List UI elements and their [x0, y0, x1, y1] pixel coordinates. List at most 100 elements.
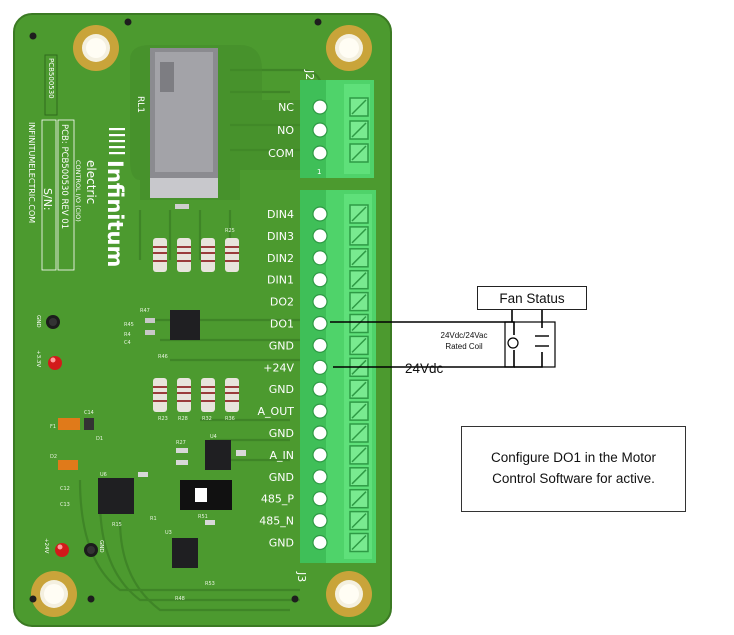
j3-pin-hole — [312, 228, 328, 244]
j3-pin-hole — [312, 359, 328, 375]
configuration-note-text: Configure DO1 in the Motor Control Softw… — [490, 450, 657, 486]
led-label-gnd-bottom: GND — [98, 540, 104, 553]
svg-text:R1: R1 — [150, 516, 157, 522]
svg-text:R47: R47 — [140, 308, 150, 314]
j3-label-485-n: 485_N — [259, 515, 294, 528]
svg-text:U3: U3 — [165, 530, 172, 536]
svg-text:U4: U4 — [210, 434, 217, 440]
j3-screw-slot — [351, 513, 367, 529]
j3-pin-hole — [312, 512, 328, 529]
coil-rating-line1: 24Vdc/24Vac — [440, 331, 488, 340]
j2-ref-label: J2 — [303, 69, 316, 80]
led-label-24v: +24V — [43, 538, 49, 554]
component-refs: R47 R45 R4 C4 R46 R23 R27 R28 R32 R36 R2… — [50, 228, 235, 602]
j3-label-gnd: GND — [269, 471, 294, 484]
j3-screw-slot — [351, 447, 367, 463]
svg-text:R53: R53 — [205, 581, 215, 587]
svg-text:D1: D1 — [96, 436, 103, 442]
svg-text:R46: R46 — [158, 354, 168, 360]
j3-pin-hole — [312, 272, 328, 288]
pcb-text: PCB: PCB500530 REV 01 — [59, 124, 69, 229]
j3-screw-slot — [351, 206, 367, 222]
j3-label-gnd: GND — [269, 383, 294, 396]
j3-screw-slot — [351, 534, 367, 551]
fan-status-label: Fan Status — [477, 286, 587, 310]
logo-lines — [109, 128, 125, 155]
j3-label-gnd: GND — [269, 339, 294, 352]
configuration-note: Configure DO1 in the Motor Control Softw… — [461, 426, 686, 512]
relay-ref-label: RL1 — [135, 96, 145, 113]
j3-pin-hole — [312, 381, 328, 397]
svg-text:R36: R36 — [225, 416, 235, 422]
j3-screw-slot — [351, 228, 367, 244]
terminal-block-j3 — [300, 190, 376, 563]
j3-pin-hole — [312, 403, 328, 419]
resistor-bank-bottom — [153, 378, 239, 412]
svg-text:C12: C12 — [60, 486, 70, 492]
wire-cap-return — [514, 352, 543, 368]
led-gnd-bottom — [84, 543, 98, 557]
j3-pin-hole — [312, 250, 328, 266]
product-line: CONTROL I/O (CIO) — [74, 160, 82, 222]
pcb-info-box — [57, 119, 75, 271]
mounting-hole-top-left — [73, 25, 119, 71]
j3-label-din1: DIN1 — [267, 274, 294, 287]
j2-pin1-label: 1 — [317, 168, 321, 176]
led-24v — [55, 543, 69, 557]
capacitor-symbol — [535, 335, 549, 347]
ic-u6 — [98, 478, 134, 514]
ic-u3 — [172, 538, 198, 568]
j3-screw-slot — [351, 337, 367, 353]
j3-label-din4: DIN4 — [267, 208, 294, 221]
relay-rl1 — [150, 48, 218, 198]
svg-text:R23: R23 — [158, 416, 168, 422]
mounting-hole-top-right — [326, 25, 372, 71]
j3-label-do2: DO2 — [270, 296, 294, 309]
sn-box — [41, 119, 57, 271]
j3-pin-hole — [312, 315, 328, 332]
j3-label-din2: DIN2 — [267, 252, 294, 265]
mounting-hole-bottom-left — [31, 571, 77, 617]
j3-label-din3: DIN3 — [267, 230, 294, 243]
svg-text:C4: C4 — [124, 340, 131, 346]
j3-label-gnd: GND — [269, 427, 294, 440]
smd-parts — [58, 204, 246, 525]
j3-label-do1: DO1 — [270, 318, 294, 331]
ic-u-mid — [170, 310, 200, 340]
brand-name: Infinitum — [103, 160, 127, 267]
j3-label-485-p: 485_P — [261, 493, 294, 506]
j3-label--24v: +24V — [263, 361, 294, 374]
j3-label-a-in: A_IN — [270, 449, 295, 462]
j3-screw-slot — [351, 272, 367, 288]
led-label-3v3: +3.3V — [35, 350, 41, 367]
j3-label-a-out: A_OUT — [258, 405, 295, 418]
svg-text:R28: R28 — [178, 416, 188, 422]
j3-pin-hole — [312, 469, 328, 485]
led-3v3 — [48, 356, 62, 370]
supply-voltage-label: 24Vdc — [405, 361, 444, 376]
j3-ref-label: J3 — [295, 571, 308, 582]
svg-text:D2: D2 — [50, 454, 57, 460]
svg-text:R25: R25 — [225, 228, 235, 234]
svg-text:C14: C14 — [84, 410, 94, 416]
switch-knob — [195, 488, 207, 502]
j3-screw-slot — [351, 315, 367, 332]
svg-text:F1: F1 — [50, 424, 56, 430]
led-gnd-top — [46, 315, 60, 329]
j3-pin-hole — [312, 425, 328, 441]
coil-box — [504, 321, 556, 368]
mounting-hole-bottom-right — [326, 571, 372, 617]
j2-label-com: COM — [268, 147, 294, 160]
serial-code-box — [44, 54, 58, 116]
svg-text:R27: R27 — [176, 440, 186, 446]
coil-rating-line2: Rated Coil — [445, 341, 483, 351]
vias — [29, 18, 322, 603]
svg-text:R48: R48 — [175, 596, 185, 602]
j3-screw-slot — [351, 469, 367, 485]
j2-label-no: NO — [277, 124, 294, 137]
j3-pin-hole — [312, 337, 328, 353]
resistor-bank-top — [153, 238, 239, 272]
j3-pin-hole — [312, 206, 328, 222]
svg-text:R45: R45 — [124, 322, 134, 328]
j3-pin-hole — [312, 294, 328, 310]
